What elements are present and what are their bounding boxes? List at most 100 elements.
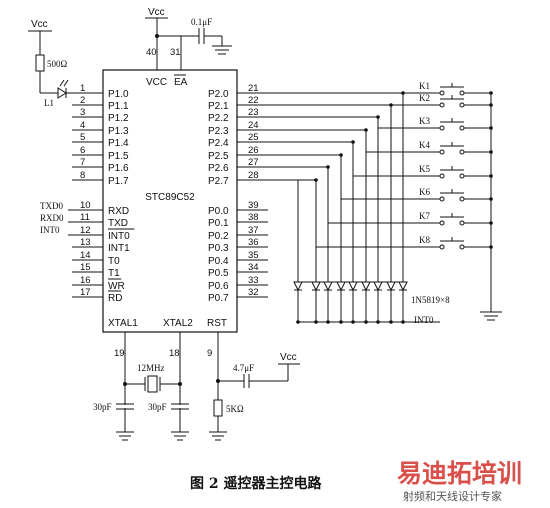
pin-number: 34 [248,262,259,273]
watermark-sub: 射频和天线设计专家 [403,489,502,503]
key-label: K8 [419,235,430,245]
pin-label: P0.2 [208,231,229,242]
left-pin-2: 2P1.1 [72,95,129,112]
pin-label: TXD [108,218,128,229]
pin-label: P0.4 [208,256,229,267]
pin-number: 32 [248,287,259,298]
key-K6: K6 [268,153,493,282]
key-K4: K4 [268,128,493,282]
int0-right-label: INT0 [414,315,434,325]
led-resistor-value: 500Ω [47,59,68,69]
pin-number: 27 [248,157,259,168]
pin-label: WR [108,281,125,292]
pin-label: P2.5 [208,151,229,162]
key-K3: K3 [268,115,493,282]
left-pin-3: 3P1.2 [72,107,129,124]
chip-body [102,69,238,333]
top-power: Vcc 40 31 0.1μF [145,7,232,70]
pin-label: P2.4 [208,138,229,149]
pin-31: 31 [170,47,181,58]
pin-18: 18 [169,348,180,359]
pin-label: P0.7 [208,293,229,304]
txd0-label: TXD0 [40,201,63,211]
chip-name: STC89C52 [145,192,195,203]
pin-number: 26 [248,145,259,156]
left-pin-6: 6P1.5 [72,145,129,162]
pin-label: P0.1 [208,218,229,229]
figure-caption: 图 2 遥控器主控电路 [190,475,322,492]
pin-number: 36 [248,237,259,248]
reset-circuit: 9 4.7μF Vcc 5KΩ [207,332,300,441]
vcc-top-label: Vcc [148,7,165,18]
key-label: K2 [419,93,430,103]
key-label: K3 [419,116,430,126]
key-K8: K8 [268,178,493,282]
pin-9: 9 [207,348,212,359]
pin-label: P0.6 [208,281,229,292]
x1-cap-value: 30pF [93,402,112,412]
left-pin-7: 7P1.6 [72,157,129,174]
diode-array [268,179,440,324]
pin-label: INT0 [108,231,130,242]
crystal-icon [147,375,158,393]
pin-label: P0.5 [208,268,229,279]
pin-number: 4 [80,120,85,131]
diode-label: 1N5819×8 [411,295,450,305]
key-K2: K2 [268,93,493,282]
pin-number: 14 [80,250,91,261]
key-label: K1 [419,81,430,91]
pin-number: 1 [80,83,85,94]
chip-vcc-label: VCC [146,77,167,88]
diode-icon [386,281,396,324]
pin-number: 38 [248,212,259,223]
pin-number: 39 [248,200,259,211]
led-circuit: Vcc 500Ω L1 TXD0 RXD0 INT0 [28,19,103,235]
pin-number: 2 [80,95,85,106]
pin-number: 22 [248,95,259,106]
x2-cap-value: 30pF [148,402,167,412]
pin-number: 10 [80,200,91,211]
pin-label: P0.0 [208,206,229,217]
pin-number: 23 [248,107,259,118]
diode-icon [336,281,346,324]
chip-ea-label: EA [174,77,188,88]
rst-resistor-value: 5KΩ [226,404,244,414]
diode-icon [398,281,408,324]
diode-icon [323,281,333,324]
watermark-main: 易迪拓培训 [397,459,522,488]
pin-label: P2.2 [208,113,229,124]
pin-label: INT1 [108,243,130,254]
pin-label: P2.1 [208,101,229,112]
left-pin-group: 1P1.02P1.13P1.24P1.35P1.46P1.57P1.68P1.7… [68,83,135,304]
chip-xtal1-label: XTAL1 [108,318,138,329]
pin-number: 28 [248,170,259,181]
diode-icon [373,281,383,324]
pin-number: 24 [248,120,259,131]
pin-label: P2.6 [208,163,229,174]
pin-40: 40 [146,47,157,58]
diode-icon [361,281,371,324]
oscillator-circuit: 19 18 12MHz 30pF 30pF [93,332,189,441]
pin-number: 13 [80,237,91,248]
pin-label: P1.4 [108,138,129,149]
pin-label: P1.6 [108,163,129,174]
right-pin-group: 21P2.022P2.123P2.224P2.325P2.426P2.527P2… [208,83,268,304]
pin-label: T1 [108,268,120,279]
pin-number: 17 [80,287,91,298]
pin-number: 15 [80,262,91,273]
pin-number: 3 [80,107,85,118]
pin-number: 6 [80,145,85,156]
key-label: K5 [419,164,430,174]
